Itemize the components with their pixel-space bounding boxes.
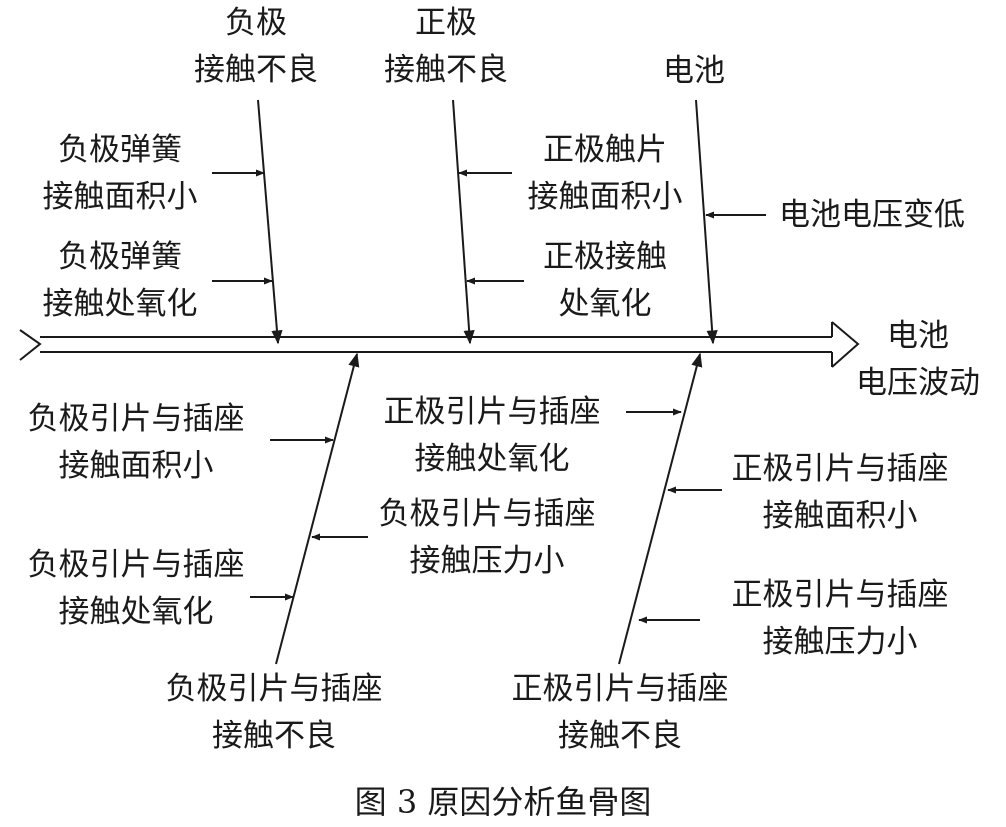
bone-positive-tab-socket <box>618 352 703 665</box>
effect-label: 电池 电压波动 <box>856 318 980 401</box>
bone-battery <box>695 99 718 345</box>
cause-negative-tab-socket-label: 负极引片与插座 接触不良 <box>165 671 383 754</box>
bone-positive-contact <box>452 99 475 345</box>
sub-pos-tab-area-label: 正极引片与插座 接触面积小 <box>731 451 949 534</box>
figure-caption: 图 3 原因分析鱼骨图 <box>354 783 652 821</box>
sub-battery-voltage-label: 电池电压变低 <box>779 197 965 233</box>
bone-negative-tab-socket <box>275 352 360 665</box>
cause-negative-contact-label: 负极 接触不良 <box>194 5 318 88</box>
sub-neg-tab-oxidation-label: 负极引片与插座 接触处氧化 <box>27 547 245 630</box>
spine-arrow <box>19 321 860 368</box>
sub-pos-contact-area-label: 正极触片 接触面积小 <box>527 132 683 215</box>
bone-negative-contact <box>257 99 283 345</box>
cause-positive-tab-socket-label: 正极引片与插座 接触不良 <box>511 671 729 754</box>
sub-pos-tab-oxidation-label: 正极引片与插座 接触处氧化 <box>383 394 601 477</box>
sub-neg-tab-pressure-label: 负极引片与插座 接触压力小 <box>378 496 596 579</box>
sub-neg-tab-area-label: 负极引片与插座 接触面积小 <box>27 401 245 484</box>
sub-neg-spring-area-label: 负极弹簧 接触面积小 <box>42 132 198 215</box>
sub-pos-contact-oxidation-label: 正极接触 处氧化 <box>543 239 667 322</box>
cause-battery-label: 电池 <box>663 53 725 89</box>
sub-pos-tab-pressure-label: 正极引片与插座 接触压力小 <box>731 577 949 660</box>
cause-positive-contact-label: 正极 接触不良 <box>384 5 508 88</box>
sub-neg-spring-oxidation-label: 负极弹簧 接触处氧化 <box>42 239 198 322</box>
